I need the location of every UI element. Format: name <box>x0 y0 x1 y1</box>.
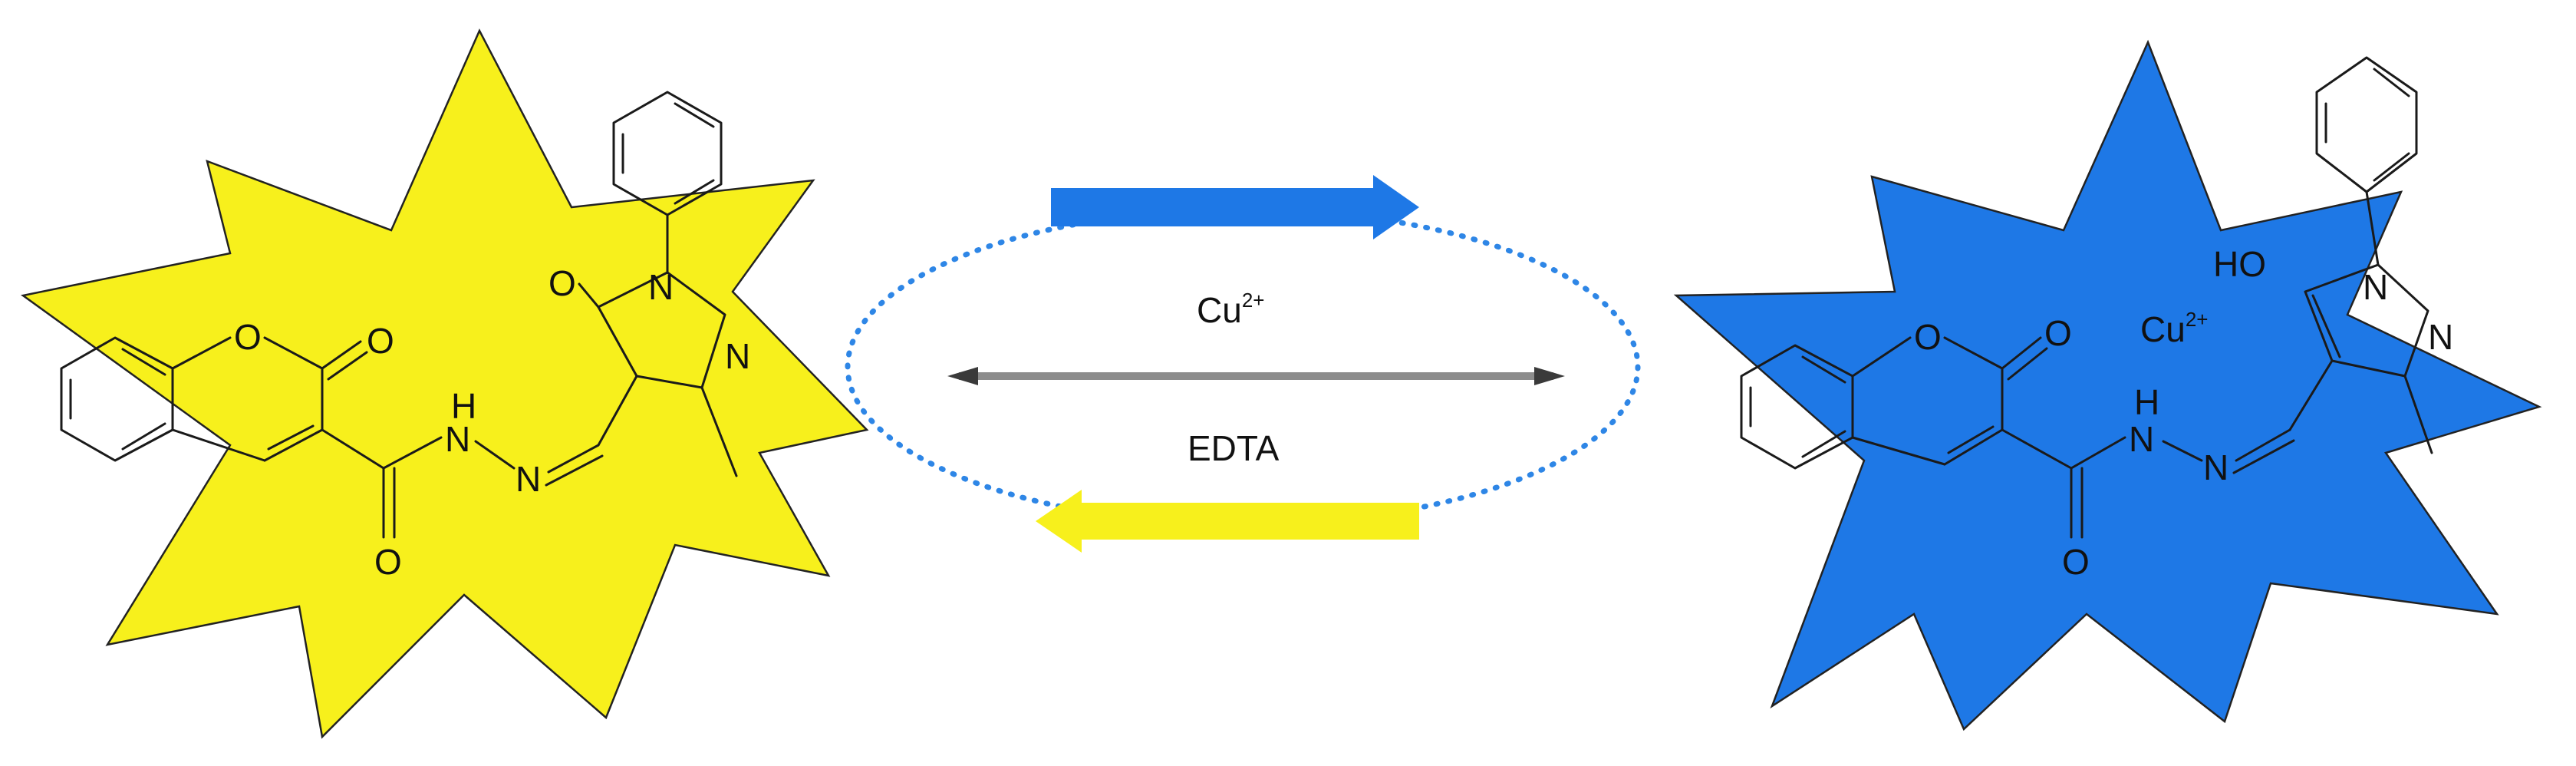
left-atom-o-pyrazolone: O <box>548 263 576 303</box>
left-molecule: O O O N N H N O N <box>60 91 750 582</box>
right-blue-burst <box>1673 39 2542 731</box>
reverse-arrow <box>1036 490 1419 553</box>
right-atom-n-hydrazide: N <box>2129 419 2154 459</box>
copper-ion-label: Cu2+ <box>2140 308 2208 349</box>
left-atom-o-lactone: O <box>367 321 394 361</box>
left-atom-n-hydrazide: N <box>445 419 470 459</box>
right-atom-n1-pyrazole: N <box>2363 267 2388 307</box>
reverse-reagent-label: EDTA <box>1188 428 1280 468</box>
left-atom-o-ring: O <box>234 317 262 357</box>
right-atom-o-ring: O <box>1914 317 1942 357</box>
right-atom-ho: HO <box>2213 244 2266 284</box>
right-molecule: O O O N H N HO N N Cu2+ <box>1740 56 2453 582</box>
left-atom-h-hydrazide: H <box>451 386 476 426</box>
left-atom-n-imine: N <box>516 459 541 499</box>
left-atom-o-amide: O <box>374 542 402 582</box>
right-atom-n2-pyrazole: N <box>2428 317 2453 357</box>
left-yellow-burst <box>20 28 869 739</box>
forward-reagent-label: Cu2+ <box>1197 289 1264 330</box>
right-atom-o-amide: O <box>2062 542 2090 582</box>
right-atom-h-hydrazide: H <box>2134 382 2159 422</box>
right-atom-o-lactone: O <box>2044 313 2072 353</box>
right-atom-n-imine: N <box>2203 447 2228 487</box>
left-atom-n1-pyrazole: N <box>648 267 674 307</box>
equilibrium-arrow <box>947 367 1565 385</box>
forward-arrow <box>1051 175 1419 239</box>
reaction-center: Cu2+ EDTA <box>845 175 1641 553</box>
left-atom-n2-pyrazole: N <box>725 336 750 376</box>
